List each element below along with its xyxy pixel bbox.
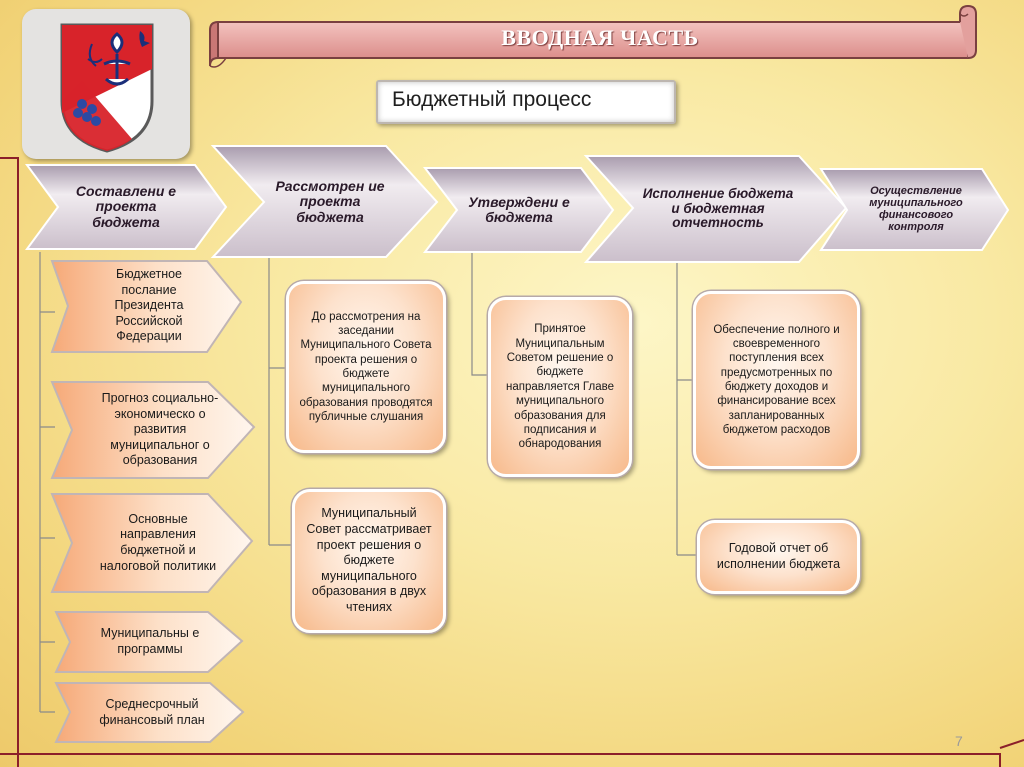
review-public-hearings-box: До рассмотрения на заседании Муниципальн… bbox=[286, 281, 446, 453]
coat-of-arms-icon bbox=[60, 23, 154, 153]
page-title-box: Бюджетный процесс bbox=[376, 80, 676, 124]
stage-control: Осуществление муниципального финансового… bbox=[869, 184, 963, 234]
left-item-presidential-address: Бюджетное послание Президента Российской… bbox=[114, 266, 184, 344]
left-item-municipal-programs: Муниципальны е программы bbox=[100, 626, 200, 656]
approval-signing-box: Принятое Муниципальным Советом решение о… bbox=[488, 297, 632, 477]
left-item-forecast: Прогноз социально-экономическо о развити… bbox=[101, 390, 219, 468]
execution-revenue-box: Обеспечение полного и своевременного пос… bbox=[693, 291, 860, 469]
stage-chevrons bbox=[25, 145, 1010, 263]
left-item-policy-directions: Основные направления бюджетной и налогов… bbox=[99, 511, 217, 573]
execution-annual-report-box: Годовой отчет об исполнении бюджета bbox=[697, 520, 860, 594]
page-number: 7 bbox=[955, 733, 963, 749]
page-title: Бюджетный процесс bbox=[392, 88, 592, 111]
left-arrows bbox=[50, 260, 256, 743]
stage-review: Рассмотрен ие проекта бюджета bbox=[275, 177, 385, 225]
stage-approval: Утверждени е бюджета bbox=[468, 193, 570, 225]
coat-of-arms-emblem bbox=[22, 9, 190, 159]
stage-execution: Исполнение бюджета и бюджетная отчетност… bbox=[642, 185, 794, 231]
stage-drafting: Составлени е проекта бюджета bbox=[75, 182, 177, 230]
banner-title: ВВОДНАЯ ЧАСТЬ bbox=[501, 25, 699, 50]
review-two-readings-box: Муниципальный Совет рассматривает проект… bbox=[292, 489, 446, 633]
banner-scroll bbox=[209, 4, 977, 68]
left-item-midterm-plan: Среднесрочный финансовый план bbox=[99, 697, 205, 727]
